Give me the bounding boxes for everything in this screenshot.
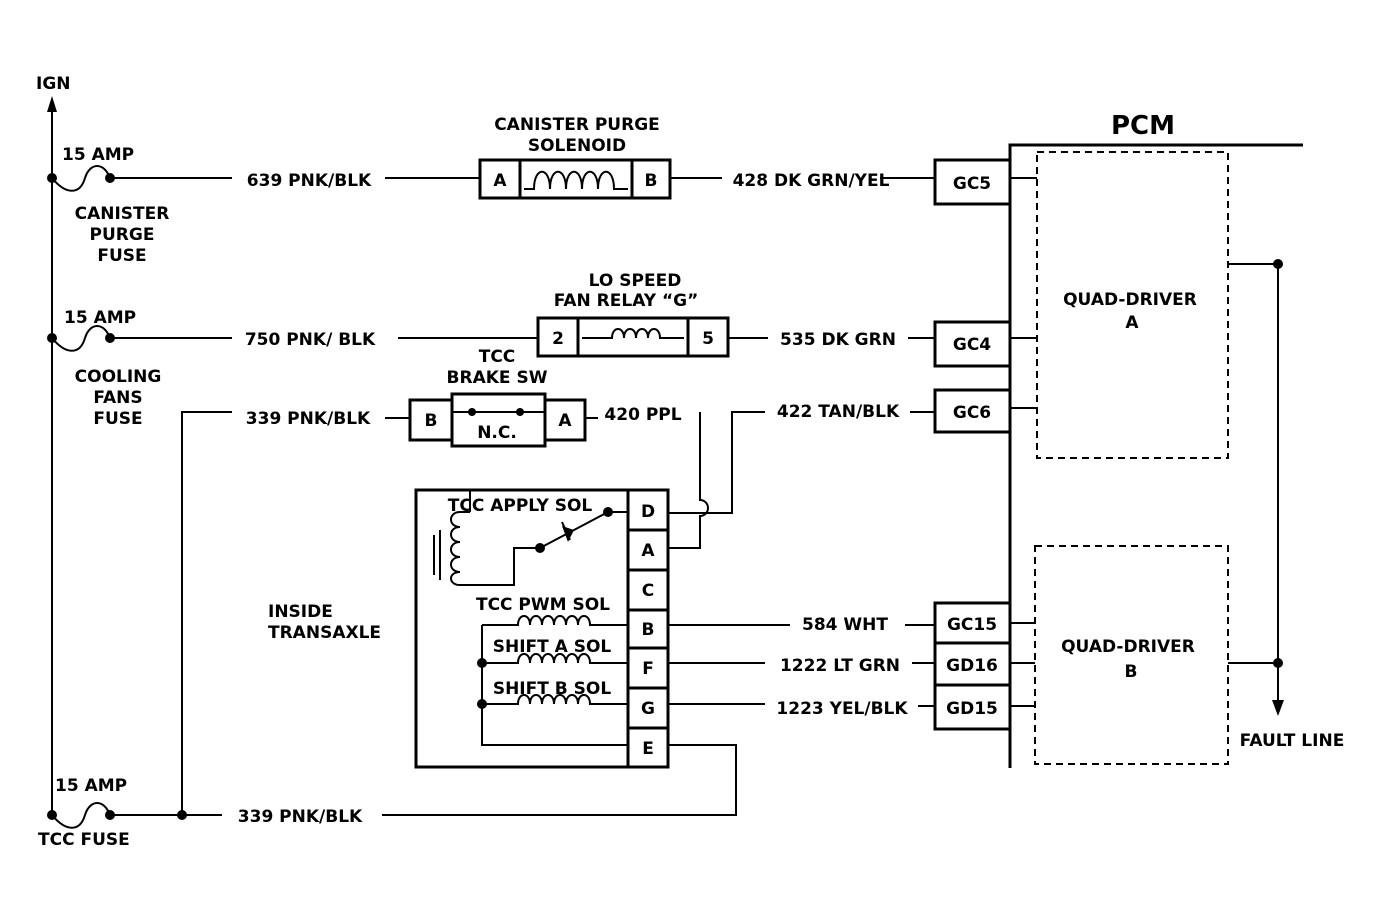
brake-switch-title-2: BRAKE SW bbox=[447, 368, 548, 388]
fan-relay-title-2: FAN RELAY “G” bbox=[554, 291, 699, 311]
ign-label: IGN bbox=[36, 74, 71, 94]
canister-solenoid-title-1: CANISTER PURGE bbox=[494, 115, 660, 135]
brake-switch-pin-b: B bbox=[425, 411, 438, 431]
tcc-fuse-name: TCC FUSE bbox=[38, 830, 130, 850]
transaxle-label-2: TRANSAXLE bbox=[268, 623, 381, 643]
canister-solenoid-pin-a: A bbox=[493, 171, 507, 191]
transaxle-pin-b: B bbox=[642, 620, 655, 640]
cooling-fuse-name-1: COOLING bbox=[75, 367, 162, 387]
quad-driver-b-label-1: QUAD-DRIVER bbox=[1061, 637, 1195, 657]
pcm-pin-gc5: GC5 bbox=[953, 174, 991, 194]
wire-428-label: 428 DK GRN/YEL bbox=[733, 171, 890, 191]
tcc-apply-sol-label: TCC APPLY SOL bbox=[448, 496, 593, 516]
pcm-pin-gc5-box bbox=[933, 158, 1012, 206]
transaxle-pin-c: C bbox=[642, 581, 654, 601]
pcm-pin-gd15-box bbox=[933, 683, 1012, 731]
fault-line-label: FAULT LINE bbox=[1240, 731, 1345, 751]
canister-solenoid-body bbox=[478, 158, 672, 200]
transaxle-box bbox=[414, 488, 670, 769]
brake-switch-pin-a: A bbox=[558, 411, 572, 431]
pcm-pin-gc6-box bbox=[933, 388, 1012, 434]
wire-535-label: 535 DK GRN bbox=[780, 330, 896, 350]
canister-coil-icon bbox=[524, 170, 628, 190]
pcm-pin-gd15: GD15 bbox=[946, 699, 998, 719]
cooling-fuse-amp: 15 AMP bbox=[64, 308, 136, 328]
shift-b-coil-icon bbox=[482, 694, 628, 705]
fan-relay-title-1: LO SPEED bbox=[589, 271, 682, 291]
wire-584-label: 584 WHT bbox=[802, 615, 888, 635]
cooling-fuse-name-3: FUSE bbox=[93, 409, 142, 429]
wire-339-riser bbox=[181, 411, 232, 815]
shift-a-coil-icon bbox=[482, 653, 628, 664]
transaxle-pin-d: D bbox=[641, 502, 655, 522]
wire-420-label: 420 PPL bbox=[604, 405, 681, 425]
transaxle-pin-e: E bbox=[642, 739, 654, 759]
transaxle-pin-a: A bbox=[641, 541, 655, 561]
brake-switch-inner bbox=[450, 392, 547, 448]
fan-relay-body bbox=[536, 316, 730, 358]
transaxle-pin-f: F bbox=[642, 659, 654, 679]
wire-1222-label: 1222 LT GRN bbox=[780, 656, 900, 676]
pcm-pin-gc4: GC4 bbox=[953, 335, 991, 355]
tcc-pwm-sol-label: TCC PWM SOL bbox=[476, 595, 610, 615]
quad-driver-b-label-2: B bbox=[1125, 662, 1138, 682]
wire-339b-right bbox=[382, 744, 737, 816]
pcm-pin-gc6: GC6 bbox=[953, 403, 991, 423]
fan-relay-pin-5: 5 bbox=[702, 329, 714, 349]
cooling-fuse-icon bbox=[51, 325, 111, 352]
tcc-pwm-coil-icon bbox=[482, 615, 628, 626]
ign-arrow-icon bbox=[47, 96, 57, 112]
quad-driver-a-label-2: A bbox=[1125, 313, 1139, 333]
brake-switch-title-1: TCC bbox=[479, 347, 516, 367]
pcm-outline bbox=[1008, 143, 1303, 768]
quad-driver-a-box bbox=[1036, 151, 1229, 459]
fan-relay-pin-2: 2 bbox=[552, 329, 564, 349]
pcm-label: PCM bbox=[1111, 111, 1175, 141]
pcm-pin-gc15: GC15 bbox=[947, 615, 997, 635]
fan-relay-coil-icon bbox=[582, 328, 684, 339]
canister-fuse-name-3: FUSE bbox=[97, 246, 146, 266]
shift-a-sol-label: SHIFT A SOL bbox=[493, 637, 612, 657]
pcm-pin-gc4-box bbox=[933, 320, 1012, 368]
canister-solenoid-title-2: SOLENOID bbox=[528, 136, 626, 156]
tcc-fuse-amp: 15 AMP bbox=[55, 776, 127, 796]
wire-422-path bbox=[668, 411, 765, 514]
canister-fuse-icon bbox=[51, 165, 111, 192]
canister-fuse-amp: 15 AMP bbox=[62, 145, 134, 165]
cooling-fuse-name-2: FANS bbox=[93, 388, 142, 408]
wire-639-label: 639 PNK/BLK bbox=[247, 171, 372, 191]
wire-750-label: 750 PNK/ BLK bbox=[245, 330, 376, 350]
wire-422-label: 422 TAN/BLK bbox=[777, 402, 900, 422]
tcc-fuse-icon bbox=[51, 802, 111, 829]
pcm-pin-gd16: GD16 bbox=[946, 656, 998, 676]
wire-339b-label: 339 PNK/BLK bbox=[238, 807, 363, 827]
brake-switch-state: N.C. bbox=[477, 423, 517, 443]
quad-driver-b-box bbox=[1034, 545, 1229, 765]
wire-339a-label: 339 PNK/BLK bbox=[246, 409, 371, 429]
canister-fuse-name-2: PURGE bbox=[90, 225, 155, 245]
canister-solenoid-pin-b: B bbox=[645, 171, 658, 191]
transaxle-label-1: INSIDE bbox=[268, 602, 333, 622]
pcm-pin-gc15-box bbox=[933, 601, 1012, 645]
quad-driver-a-label-1: QUAD-DRIVER bbox=[1063, 290, 1197, 310]
canister-fuse-name-1: CANISTER bbox=[75, 204, 170, 224]
transaxle-pin-g: G bbox=[641, 699, 655, 719]
wire-1223-label: 1223 YEL/BLK bbox=[776, 699, 908, 719]
fault-line-arrow-icon bbox=[1272, 700, 1284, 716]
tcc-apply-coil-icon bbox=[450, 511, 540, 586]
shift-b-sol-label: SHIFT B SOL bbox=[493, 679, 611, 699]
wire-420-path bbox=[668, 412, 709, 549]
